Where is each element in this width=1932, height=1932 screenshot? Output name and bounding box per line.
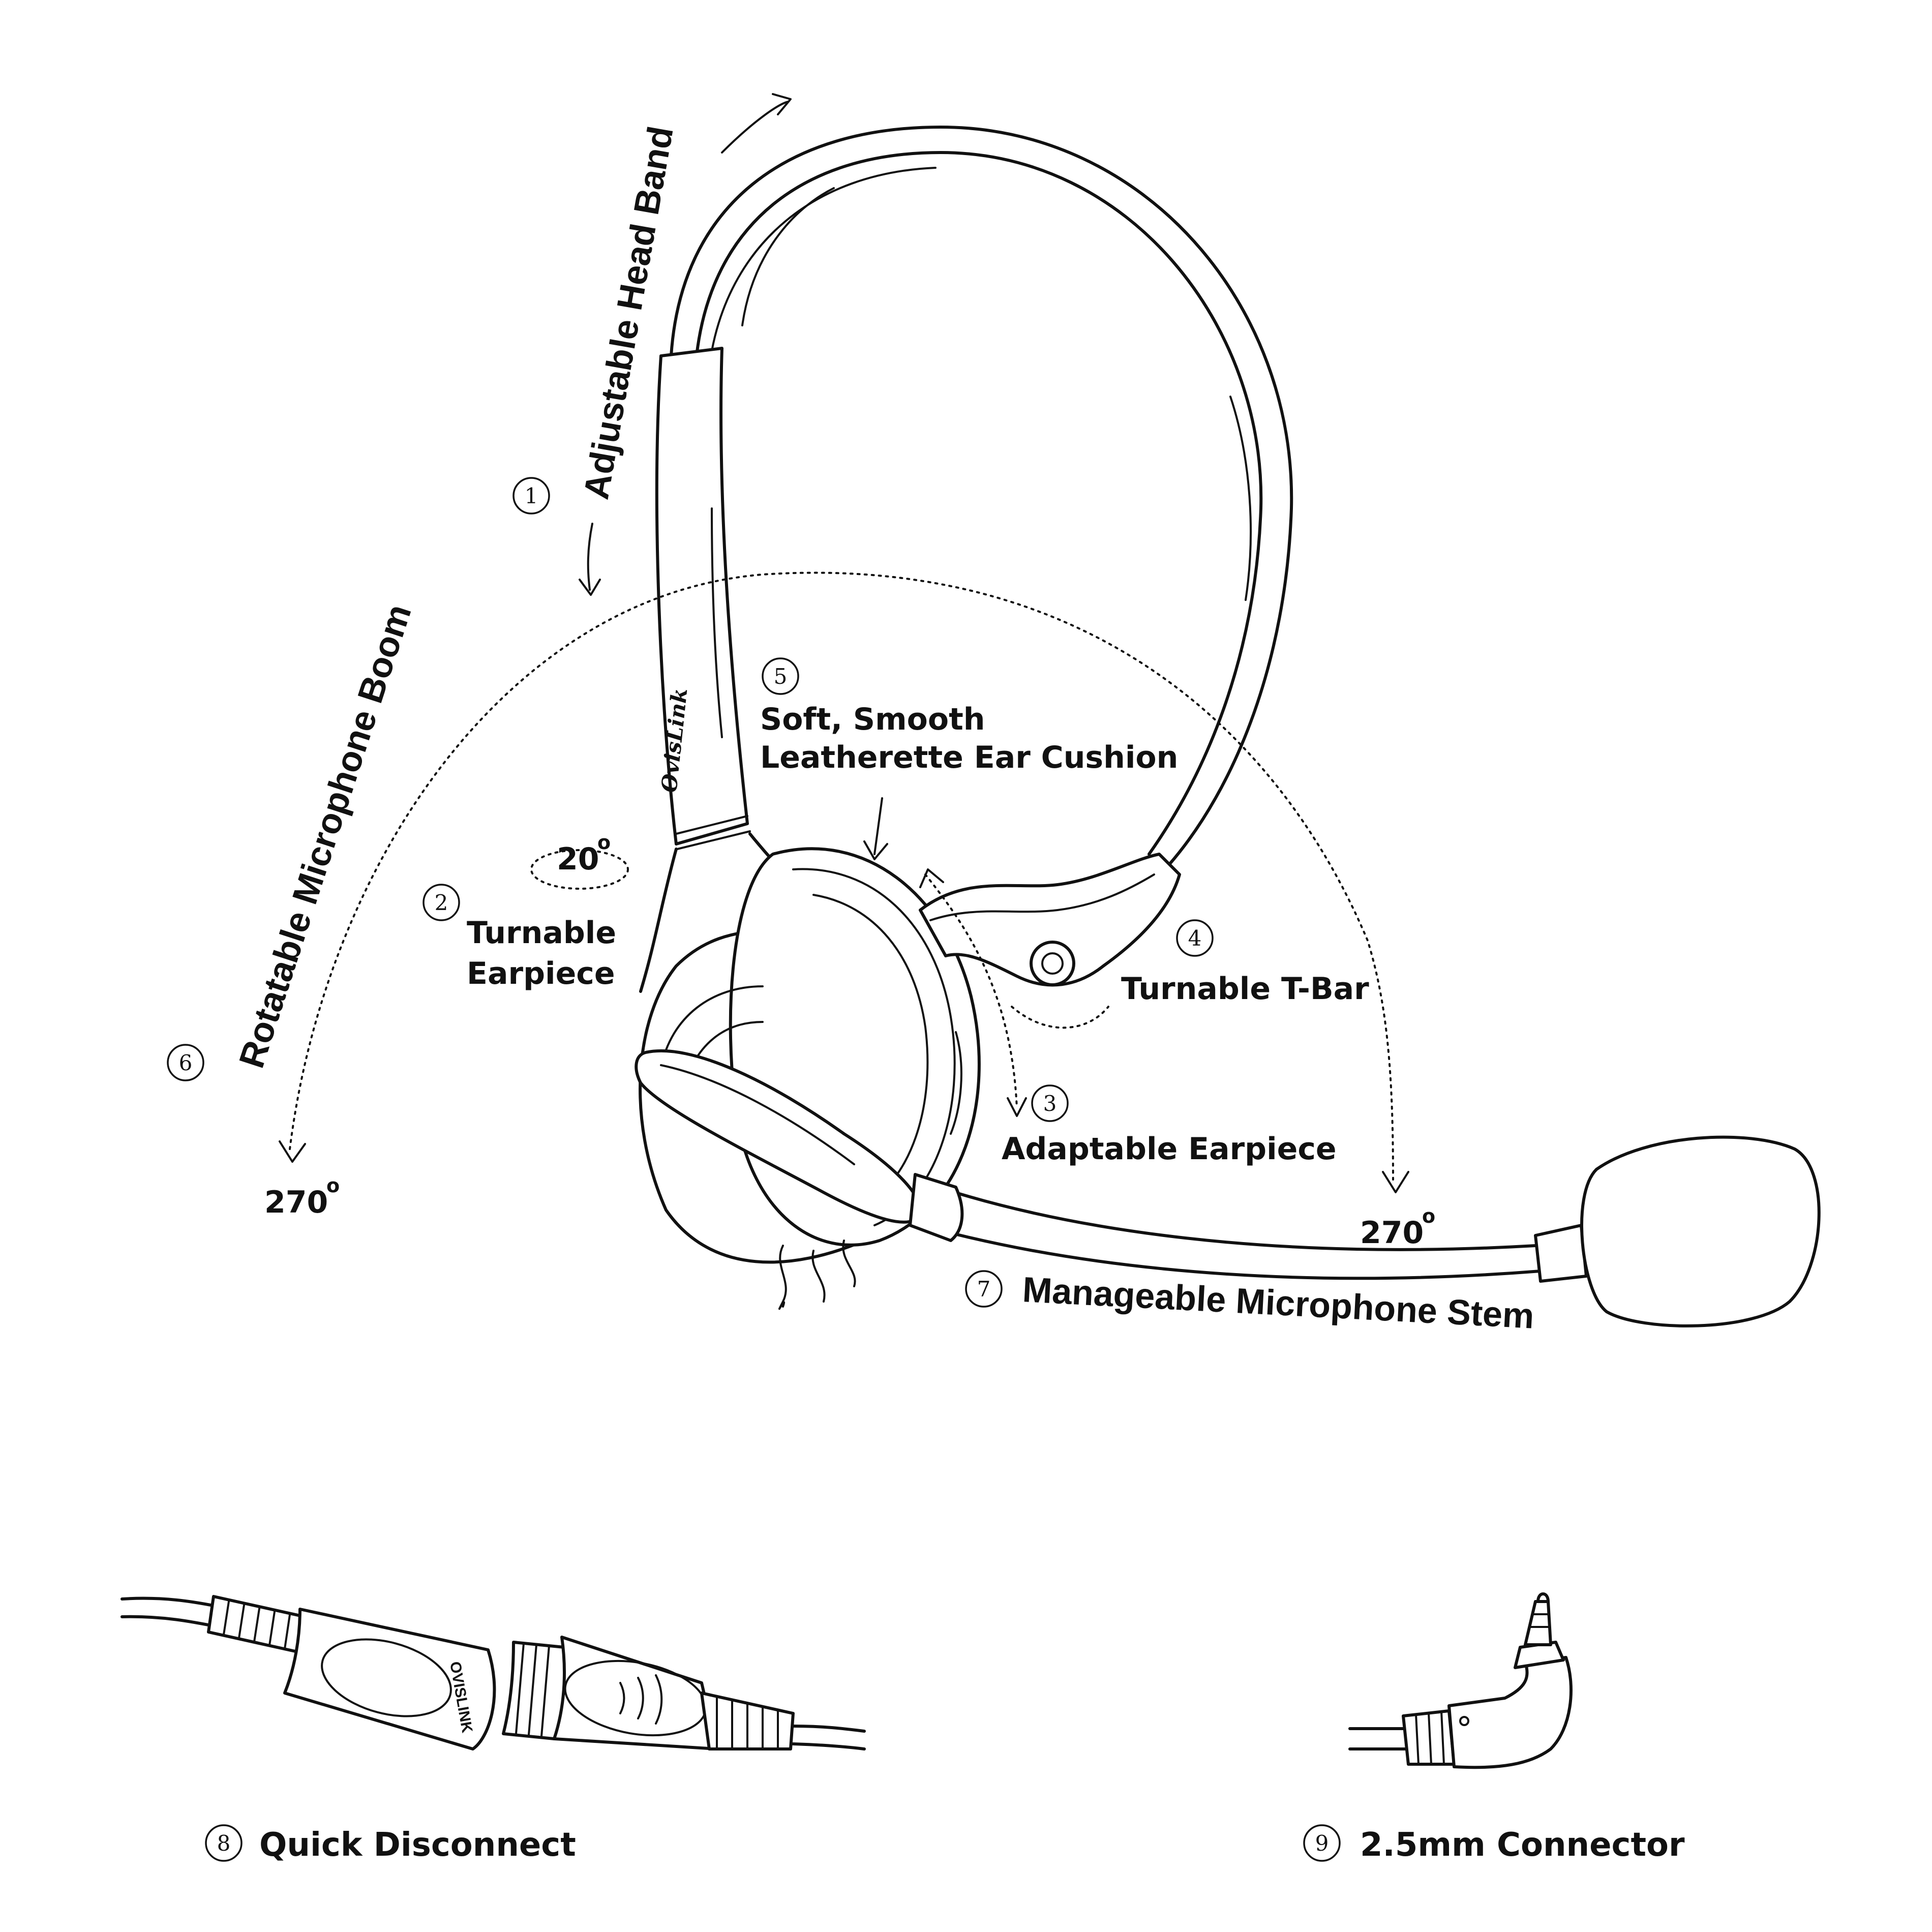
callout-6-angle: 270 [264,1185,328,1220]
callout-5-label-line2: Leatherette Ear Cushion [760,740,1178,775]
callout-6-number-circle [167,1044,204,1081]
callout-3-number-circle [1031,1084,1069,1122]
callout-8: 8 Quick Disconnect [205,1824,576,1864]
boom-rotation-arc [289,571,1394,1181]
callout-7-number-circle [965,1270,1003,1308]
callout-7-degree: o [1422,1205,1435,1227]
callout-2-number-circle [422,884,460,921]
callout-7-angle: 270 [1360,1215,1424,1251]
callout-5: 5 Soft, Smooth Leatherette Ear Cushion [760,657,1178,775]
microphone-boom-base [635,1049,923,1224]
callout-5-number: 5 [774,664,788,689]
rotation-indicators [279,93,1409,1193]
earpiece-rotation-ring [530,849,629,890]
quick-disconnect-illustration: OVISLINK [120,1595,866,1750]
microphone-windscreen [1580,1135,1821,1327]
headset-illustration: OvisLink [635,126,1821,1327]
callout-9: 9 2.5mm Connector [1303,1824,1685,1864]
callout-6-number: 6 [179,1050,193,1075]
quick-disconnect-plug-right [553,1636,718,1750]
callout-1-number-circle [512,477,550,515]
callout-9-label: 2.5mm Connector [1360,1826,1685,1864]
callout-6-degree: o [326,1174,340,1197]
callout-4: 4 Turnable T-Bar [1121,919,1369,1007]
callout-2-angle: 20 [557,841,599,877]
t-bar-pivot [1030,941,1075,986]
callout-9-number: 9 [1315,1831,1329,1856]
callout-8-number-circle [205,1824,243,1862]
callout-2: 2 Turnable Earpiece 20 o [422,831,616,991]
callout-2-label-line2: Earpiece [467,956,615,991]
callout-7: 7 Manageable Microphone Stem 270 o [965,1205,1535,1336]
callout-2-degree: o [597,831,611,854]
callout-4-number: 4 [1188,926,1202,951]
callout-4-number-circle [1176,919,1214,957]
callout-5-label-line1: Soft, Smooth [760,702,985,737]
callout-3-label: Adaptable Earpiece [1002,1131,1337,1167]
connector-2-5mm-illustration [1348,1592,1573,1769]
callout-3-number: 3 [1043,1091,1057,1116]
callout-5-number-circle [762,657,799,695]
connector-2-5mm-body [1447,1656,1573,1769]
callout-4-label: Turnable T-Bar [1121,971,1369,1007]
callout-8-label: Quick Disconnect [259,1826,576,1864]
callout-1-number: 1 [525,484,538,508]
callout-8-number: 8 [217,1831,231,1856]
callout-3: 3 Adaptable Earpiece [1002,1084,1337,1167]
callout-9-number-circle [1303,1824,1341,1862]
callout-2-number: 2 [435,890,448,915]
callout-7-number: 7 [977,1277,991,1302]
callout-2-label-line1: Turnable [467,915,616,951]
callout-7-label: Manageable Microphone Stem [1021,1270,1535,1336]
t-bar [919,853,1181,987]
microphone-stem [929,1183,1537,1251]
callout-6-label: Rotatable Microphone Boom [231,599,419,1072]
headband [670,126,1293,866]
headband-slider [655,347,749,846]
